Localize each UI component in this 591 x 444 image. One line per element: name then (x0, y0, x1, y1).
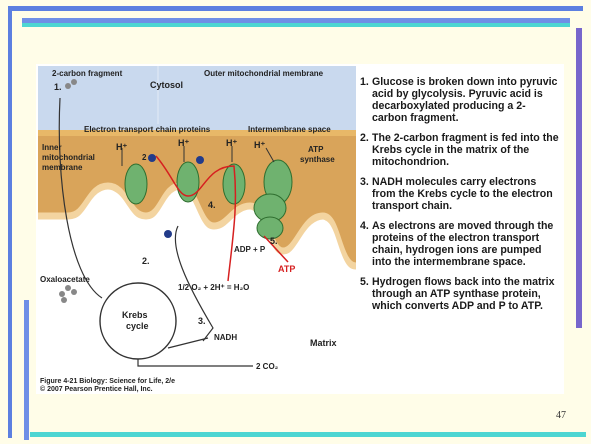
top-frame-bar (8, 6, 583, 11)
label-step2: 2. (142, 256, 150, 266)
label-atp-synthase-1: ATP (308, 145, 324, 154)
step-text: Hydrogen flows back into the matrix thro… (372, 276, 560, 312)
label-outer-membrane: Outer mitochondrial membrane (204, 69, 324, 78)
label-inner-membrane-3: membrane (42, 163, 83, 172)
electron-dot-3 (164, 230, 172, 238)
label-oxaloacetate: Oxaloacetate (40, 275, 90, 284)
label-atp: ATP (278, 264, 295, 274)
label-krebs-2: cycle (126, 321, 149, 331)
label-etc-proteins: Electron transport chain proteins (84, 125, 211, 134)
label-h-plus-4: H⁺ (254, 140, 265, 150)
label-step4: 4. (208, 200, 216, 210)
label-h-plus-3: H⁺ (226, 138, 237, 148)
label-water-equation: 1/2 O₂ + 2H⁺ = H₂O (178, 283, 249, 292)
label-step3: 3. (198, 316, 206, 326)
figure-caption: Figure 4-21 Biology: Science for Life, 2… (40, 378, 175, 394)
page-number: 47 (556, 410, 566, 421)
label-step1: 1. (54, 82, 62, 92)
step-number: 2. (360, 132, 372, 168)
caption-line-1: Figure 4-21 Biology: Science for Life, 2… (40, 378, 175, 386)
label-co2: 2 CO₂ (256, 362, 279, 371)
step-text: NADH molecules carry electrons from the … (372, 176, 560, 212)
step-item-1: 1. Glucose is broken down into pyruvic a… (360, 76, 560, 124)
label-two-electrons: 2 (142, 153, 147, 162)
step-text: The 2-carbon fragment is fed into the Kr… (372, 132, 560, 168)
step-number: 4. (360, 220, 372, 268)
mitochondrion-diagram: 2-carbon fragment 1. Cytosol Outer mitoc… (38, 66, 356, 378)
electron-dot-2 (196, 156, 204, 164)
label-h-plus-2: H⁺ (178, 138, 189, 148)
label-inner-membrane-2: mitochondrial (42, 153, 95, 162)
left-accent-bar (24, 300, 29, 440)
step-number: 5. (360, 276, 372, 312)
electron-dot-1 (148, 154, 156, 162)
label-nadh: NADH (214, 333, 237, 342)
steps-list: 1. Glucose is broken down into pyruvic a… (360, 76, 560, 320)
step-text: Glucose is broken down into pyruvic acid… (372, 76, 560, 124)
label-adp-p: ADP + P (234, 245, 266, 254)
step-item-2: 2. The 2-carbon fragment is fed into the… (360, 132, 560, 168)
label-h-plus-1: H⁺ (116, 142, 127, 152)
caption-line-2: © 2007 Pearson Prentice Hall, Inc. (40, 386, 175, 394)
label-two-carbon-fragment: 2-carbon fragment (52, 69, 123, 78)
step-number: 1. (360, 76, 372, 124)
right-accent-bar (576, 28, 582, 328)
step-item-4: 4. As electrons are moved through the pr… (360, 220, 560, 268)
step-item-5: 5. Hydrogen flows back into the matrix t… (360, 276, 560, 312)
top-accent-bar-teal (22, 23, 570, 27)
bottom-accent-bar (30, 432, 586, 437)
step-number: 3. (360, 176, 372, 212)
left-frame-bar (8, 6, 12, 438)
step-text: As electrons are moved through the prote… (372, 220, 560, 268)
label-step5: 5. (270, 236, 278, 246)
label-cytosol: Cytosol (150, 80, 183, 90)
etc-protein-1 (125, 164, 147, 204)
step-item-3: 3. NADH molecules carry electrons from t… (360, 176, 560, 212)
label-krebs-1: Krebs (122, 310, 148, 320)
label-matrix: Matrix (310, 338, 337, 348)
label-intermembrane-space: Intermembrane space (248, 125, 331, 134)
label-atp-synthase-2: synthase (300, 155, 335, 164)
label-inner-membrane-1: Inner (42, 143, 62, 152)
